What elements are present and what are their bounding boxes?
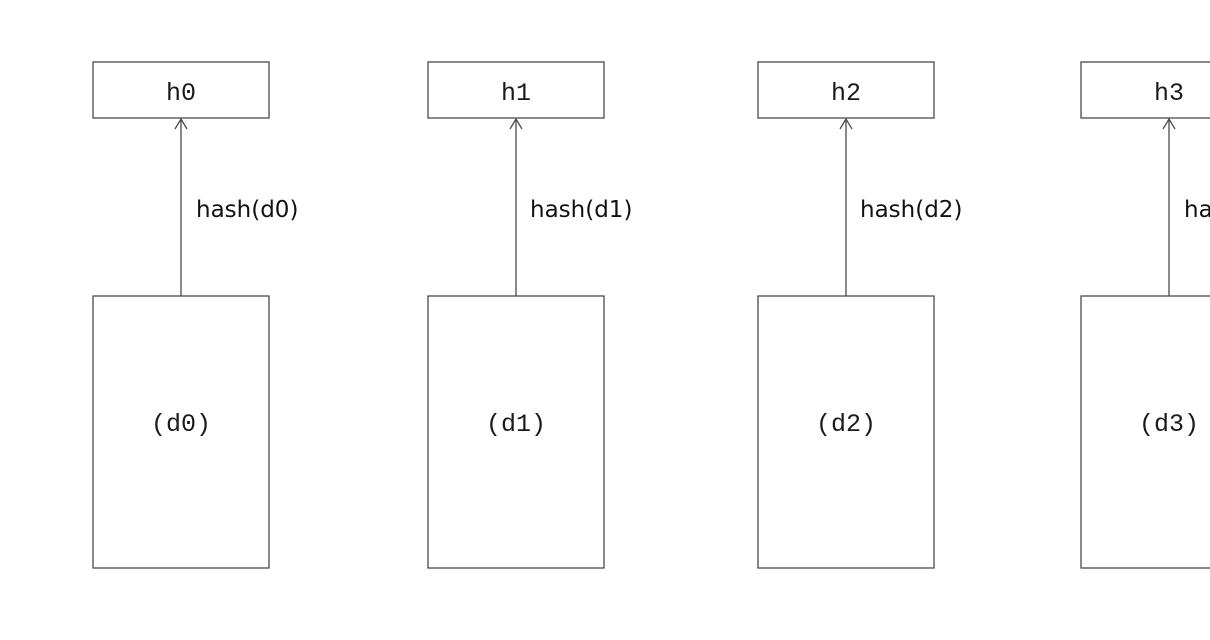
data-block-box — [1080, 295, 1210, 569]
hash-box-label: h3 — [1154, 79, 1184, 108]
data-block-label: (d2) — [816, 410, 876, 439]
hash-edge-label: hash(d2) — [860, 197, 962, 223]
arrow-head-icon — [174, 117, 188, 130]
data-block-label: (d3) — [1139, 410, 1199, 439]
data-block-box — [427, 295, 605, 569]
hash-column: h0 hash(d0) (d0) — [92, 61, 298, 569]
hash-box — [757, 61, 935, 119]
hash-column: h3 hash(d3) (d3) — [1080, 61, 1210, 569]
data-block-label: (d0) — [151, 410, 211, 439]
data-block-box — [757, 295, 935, 569]
hash-edge-label: hash(d0) — [196, 197, 298, 223]
data-block-box — [92, 295, 270, 569]
hash-box — [427, 61, 605, 119]
hash-box-label: h2 — [831, 79, 861, 108]
hash-box — [92, 61, 270, 119]
hash-edge-label: hash(d3) — [1184, 197, 1210, 223]
arrow-head-icon — [1162, 117, 1176, 130]
hash-column: h1 hash(d1) (d1) — [427, 61, 632, 569]
hash-box-label: h1 — [501, 79, 531, 108]
data-block-label: (d1) — [486, 410, 546, 439]
hash-column: h2 hash(d2) (d2) — [757, 61, 962, 569]
arrow-head-icon — [509, 117, 523, 130]
hash-box — [1080, 61, 1210, 119]
hash-edge-label: hash(d1) — [530, 197, 632, 223]
hash-box-label: h0 — [166, 79, 196, 108]
arrow-head-icon — [839, 117, 853, 130]
